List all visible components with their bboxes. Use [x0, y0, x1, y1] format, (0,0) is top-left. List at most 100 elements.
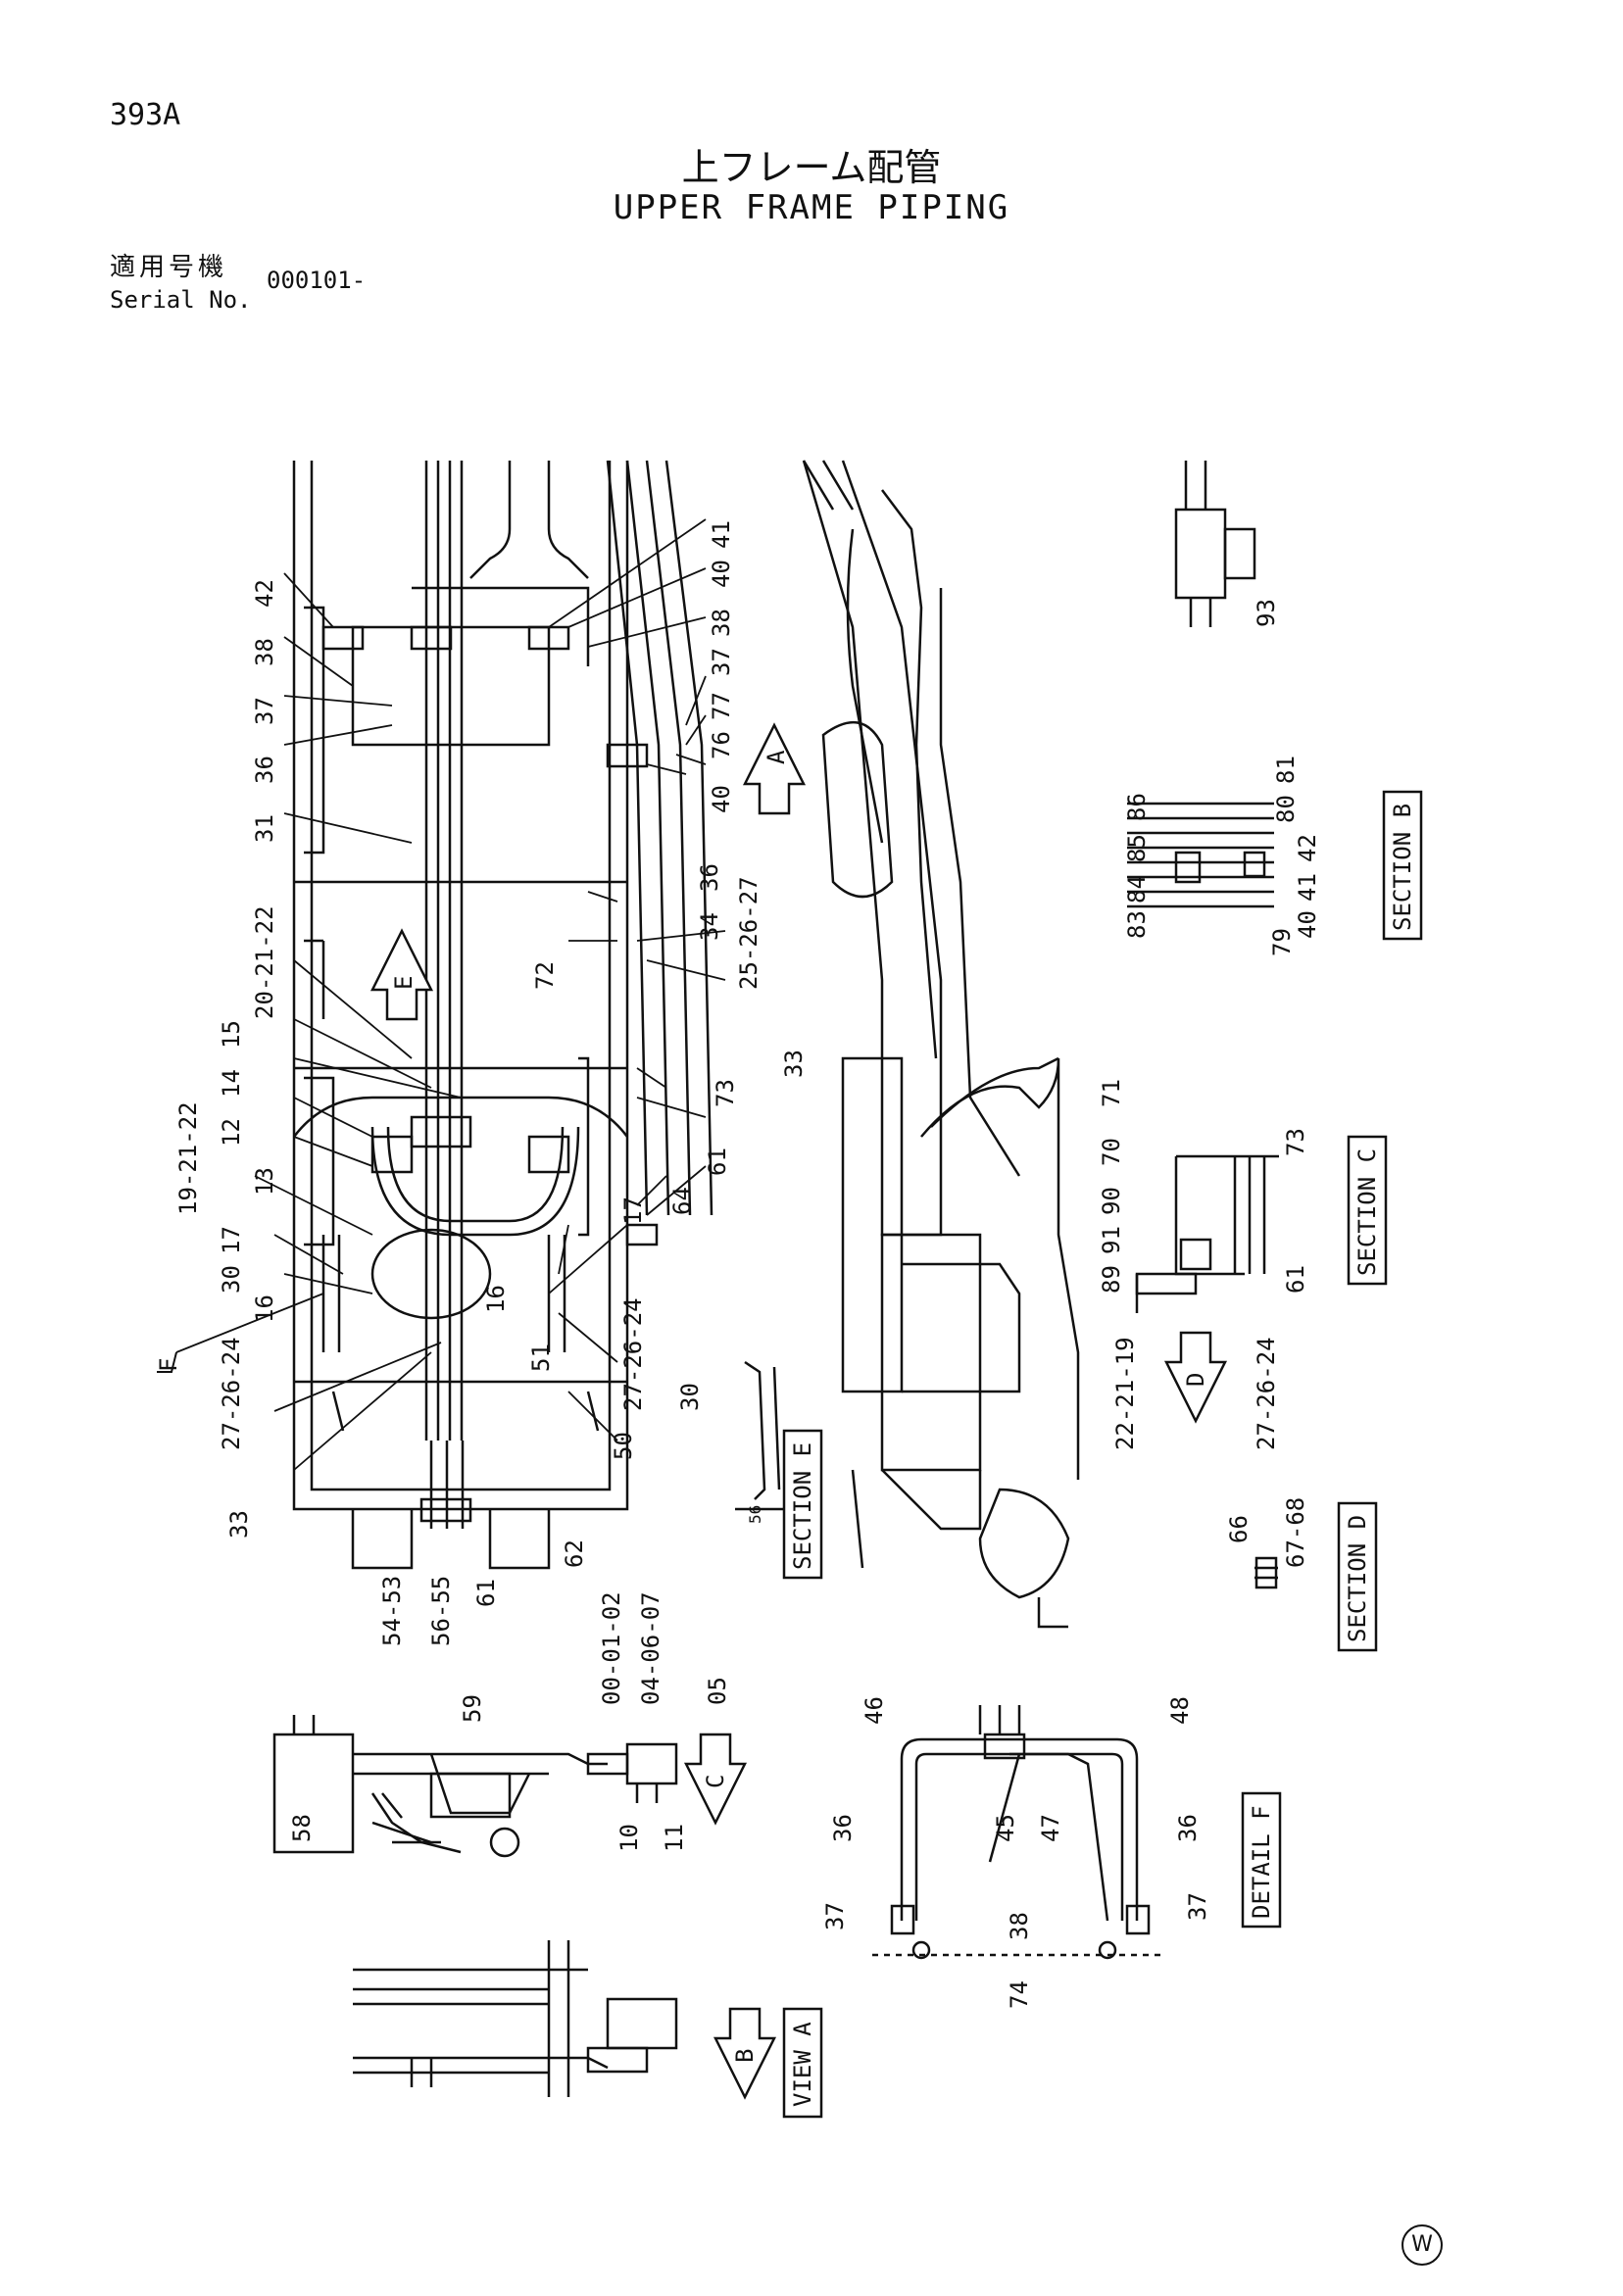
part-label: 84 [1123, 875, 1151, 904]
part-93-drawing [1174, 461, 1256, 627]
main-frame-drawing [292, 460, 713, 1570]
section-e-drawing [802, 460, 1080, 1629]
part-label: 54-53 [378, 1576, 406, 1646]
part-label: 71 [1098, 1079, 1125, 1107]
part-label: 30 [676, 1383, 704, 1411]
part-label: 37 [708, 648, 735, 676]
part-label: 16 [251, 1295, 278, 1323]
view-f-marker: F [155, 1358, 182, 1372]
part-label: 81 [1272, 756, 1300, 784]
detail-f-box [1241, 1791, 1282, 1929]
svg-text:A: A [762, 750, 790, 764]
part-label: 41 [708, 520, 735, 549]
part-label: 72 [531, 961, 559, 990]
part-label: 61 [704, 1148, 731, 1176]
view-arrows: A B C D E [369, 722, 1228, 2100]
section-c-label: SECTION C [1353, 1148, 1381, 1276]
part-label: 80 [1272, 795, 1300, 823]
part-label: 30 [218, 1265, 245, 1294]
section-b-box [1382, 790, 1423, 941]
section-labels: SECTION B SECTION C SECTION D SECTION E … [789, 804, 1416, 2107]
part-label: 37 [251, 697, 278, 725]
part-label: 17 [619, 1197, 647, 1225]
part-label: 46 [861, 1696, 888, 1725]
part-label: 38 [1006, 1912, 1033, 1940]
part-label: 11 [661, 1824, 688, 1852]
part-label: 58 [288, 1814, 316, 1842]
part-label: 27-26-24 [619, 1297, 647, 1411]
section-c-box [1347, 1135, 1388, 1286]
part-label: 37 [821, 1902, 849, 1930]
part-label: 33 [780, 1050, 808, 1078]
part-label: 34 [696, 912, 723, 941]
part-label: 79 [1268, 928, 1296, 956]
part-label: 73 [1282, 1128, 1309, 1156]
part-label: 85 [1123, 834, 1151, 862]
part-label: 42 [251, 579, 278, 608]
part-label: 40 [1294, 910, 1321, 939]
part-label: 56 [746, 1505, 764, 1524]
part-label: 22-21-19 [1111, 1337, 1139, 1450]
part-label: 62 [561, 1539, 588, 1568]
part-label: 40 [708, 785, 735, 813]
part-labels-section-e: 33 30 56 [676, 1050, 808, 1524]
part-label: 19-21-22 [174, 1101, 202, 1215]
part-label: 42 [1294, 834, 1321, 862]
part-label: 47 [1037, 1814, 1064, 1842]
part-label: 56-55 [427, 1576, 455, 1646]
page-title-japanese: 上フレーム配管 [681, 146, 942, 189]
part-label: 86 [1123, 793, 1151, 821]
part-label: 13 [251, 1167, 278, 1196]
part-label: 33 [225, 1510, 253, 1539]
svg-text:E: E [390, 976, 418, 990]
leader-lines [175, 518, 726, 1471]
part-label: 89 [1098, 1265, 1125, 1294]
part-label: 59 [459, 1694, 486, 1723]
view-a-drawing [353, 1940, 678, 2097]
section-e-label: SECTION E [789, 1442, 816, 1570]
part-label: 66 [1225, 1515, 1253, 1543]
view-a-box [782, 2007, 823, 2119]
part-label: 70 [1098, 1138, 1125, 1166]
part-label: 90 [1098, 1187, 1125, 1215]
part-label: 04-06-07 [637, 1591, 664, 1705]
section-d-box [1337, 1501, 1378, 1652]
view-a-label: VIEW A [789, 2022, 816, 2107]
detail-f-drawing [872, 1705, 1166, 1960]
part-label: 38 [251, 638, 278, 666]
part-labels-top-right: 93 [1253, 599, 1280, 627]
part-label: 50 [610, 1432, 637, 1460]
part-label: 77 [708, 692, 735, 720]
part-label: 51 [527, 1343, 555, 1372]
section-e-small-part [735, 1360, 784, 1511]
serial-number-value: 000101- [267, 267, 367, 294]
part-labels-section-c: 71 70 90 91 89 73 61 22-21-19 27-26-24 [1098, 1079, 1309, 1450]
page-title-english: UPPER FRAME PIPING [613, 188, 1010, 227]
section-d-drawing [1254, 1556, 1278, 1589]
part-label: 64 [668, 1187, 696, 1215]
part-label: 05 [704, 1677, 731, 1705]
part-label: 83 [1123, 910, 1151, 939]
part-label: 16 [482, 1285, 510, 1313]
part-labels-detail-f: 46 48 45 47 36 37 38 74 36 37 [821, 1696, 1211, 2009]
part-label: 14 [218, 1069, 245, 1098]
view-arrow-c-icon: C [683, 1733, 748, 1826]
view-arrow-e-icon: E [369, 928, 434, 1021]
section-c-drawing [1135, 1154, 1279, 1313]
section-b-drawing [1127, 802, 1274, 908]
part-label: 20-21-22 [251, 905, 278, 1019]
part-label: 36 [1174, 1814, 1202, 1842]
part-label: 36 [251, 756, 278, 784]
part-label: 10 [615, 1824, 643, 1852]
view-arrow-b-icon: B [713, 2007, 777, 2100]
svg-text:C: C [702, 1775, 729, 1788]
part-label: 31 [251, 814, 278, 843]
part-label: 38 [708, 609, 735, 637]
part-label: 48 [1166, 1696, 1194, 1725]
part-label: 37 [1184, 1892, 1211, 1921]
part-label: 91 [1098, 1226, 1125, 1254]
section-b-label: SECTION B [1389, 804, 1416, 931]
svg-text:B: B [731, 2049, 759, 2063]
view-arrow-d-icon: D [1163, 1331, 1228, 1424]
